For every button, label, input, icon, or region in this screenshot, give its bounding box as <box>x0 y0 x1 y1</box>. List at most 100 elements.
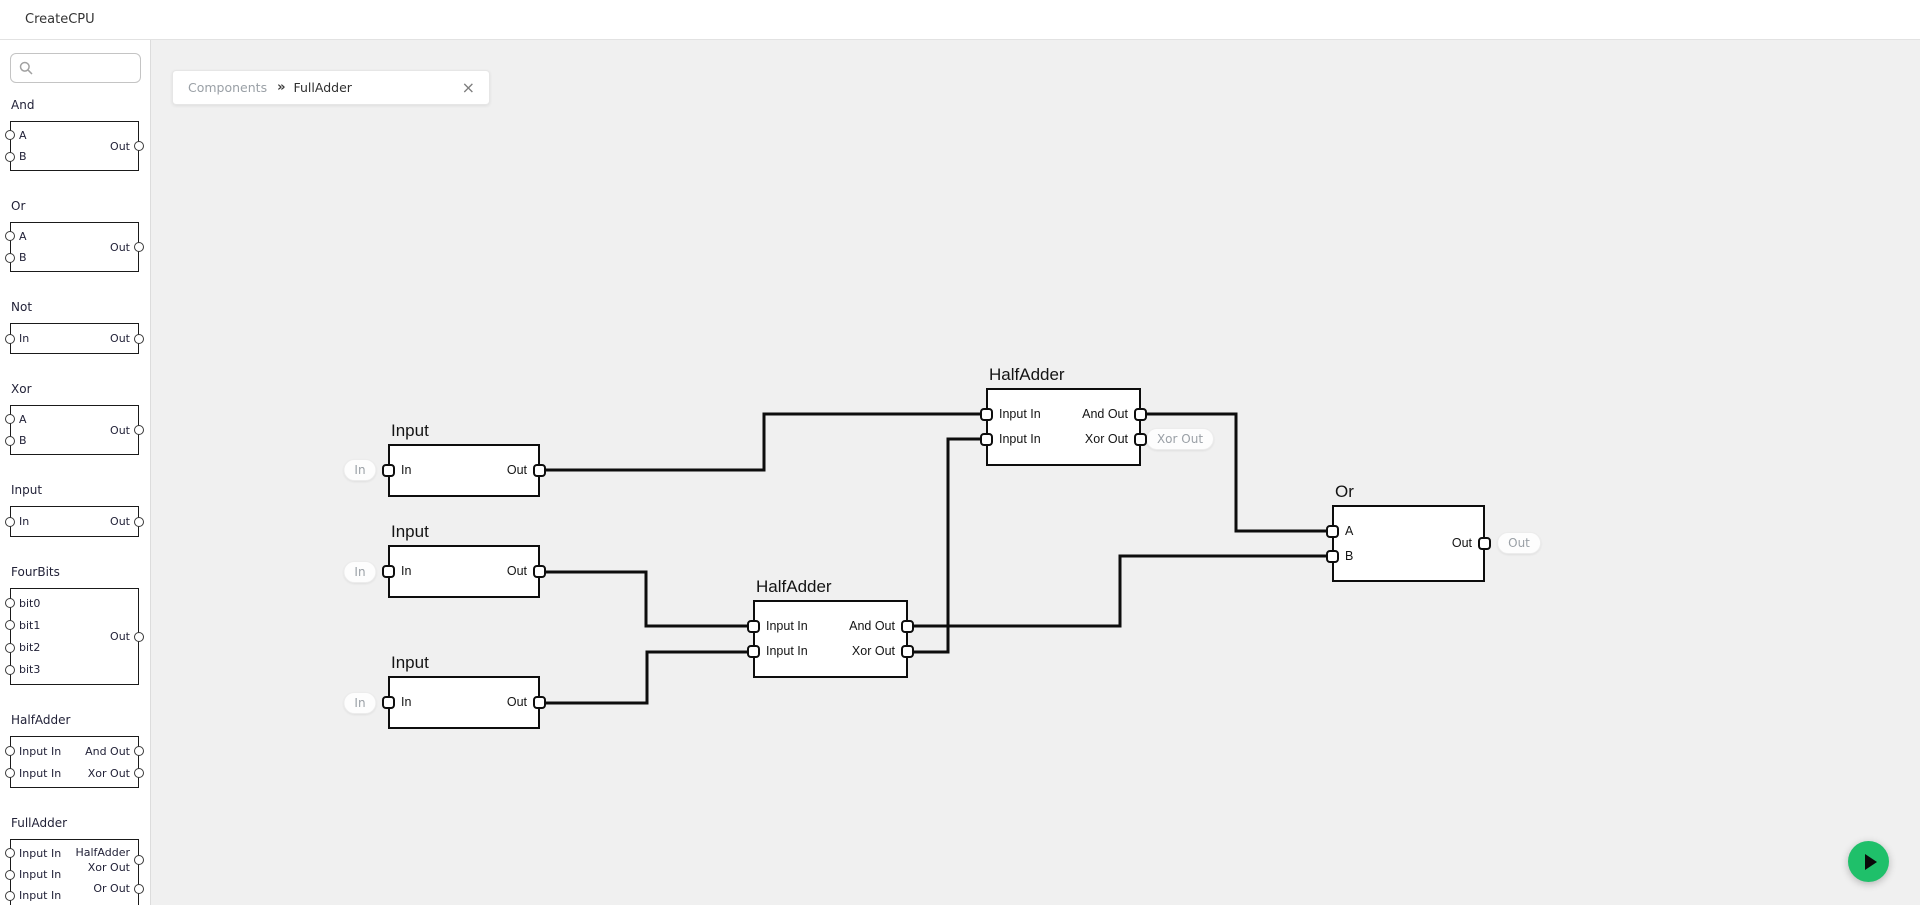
port-label: In <box>401 463 412 477</box>
input-port[interactable] <box>5 435 15 446</box>
input-port[interactable] <box>5 151 15 162</box>
input-port[interactable] <box>5 642 15 653</box>
input-port[interactable] <box>5 746 15 756</box>
close-icon[interactable]: × <box>461 77 475 97</box>
wire-input3-to-halfadderbottom-in2[interactable] <box>540 650 753 705</box>
input-port[interactable] <box>382 695 395 709</box>
input-port[interactable] <box>5 848 15 859</box>
input-port[interactable] <box>5 333 15 344</box>
input-port[interactable] <box>980 432 993 446</box>
palette-output-port-row: Out <box>110 138 144 154</box>
search-box[interactable] <box>10 53 141 83</box>
io-badge-in[interactable]: In <box>343 459 377 481</box>
app-header: CreateCPU <box>0 0 1920 40</box>
palette-input-port-row: A <box>5 127 27 143</box>
input-port[interactable] <box>5 869 15 880</box>
output-port[interactable] <box>134 768 144 778</box>
input-port[interactable] <box>5 414 15 425</box>
node-title: Or <box>1335 482 1354 501</box>
input-port[interactable] <box>382 564 395 578</box>
palette-output-port-row: Out <box>110 514 144 530</box>
output-port[interactable] <box>901 644 914 658</box>
output-port[interactable] <box>134 333 144 344</box>
io-badge-out[interactable]: Out <box>1497 532 1541 554</box>
wire-halfaddertop-andout-to-or-a[interactable] <box>1141 412 1332 533</box>
input-port[interactable] <box>5 890 15 901</box>
search-input[interactable] <box>37 56 133 80</box>
output-port[interactable] <box>533 463 546 477</box>
io-badge-in[interactable]: In <box>343 692 377 714</box>
output-port[interactable] <box>134 242 144 252</box>
input-port[interactable] <box>5 231 15 242</box>
palette-output-port-row: Out <box>110 629 144 645</box>
input-port[interactable] <box>1326 549 1339 563</box>
palette-input-port-row: bit0 <box>5 595 40 611</box>
input-port[interactable] <box>747 644 760 658</box>
input-port[interactable] <box>5 620 15 631</box>
breadcrumb-root-link[interactable]: Components <box>188 80 268 95</box>
input-port[interactable] <box>382 463 395 477</box>
input-port[interactable] <box>980 407 993 421</box>
io-badge-in[interactable]: In <box>343 561 377 583</box>
output-port[interactable] <box>134 855 144 866</box>
palette-component-title: And <box>11 98 35 112</box>
output-port[interactable] <box>134 631 144 642</box>
run-button[interactable] <box>1848 841 1889 882</box>
palette-component-title: Not <box>11 300 33 314</box>
input-port[interactable] <box>1326 524 1339 538</box>
port-label: Input In <box>19 766 62 780</box>
wire-input1-to-halfaddertop-in1[interactable] <box>540 412 986 472</box>
input-port[interactable] <box>5 768 15 778</box>
output-port[interactable] <box>901 619 914 633</box>
output-port[interactable] <box>1134 432 1147 446</box>
input-port[interactable] <box>5 516 15 527</box>
input-port[interactable] <box>747 619 760 633</box>
io-badge-xor-out[interactable]: Xor Out <box>1145 428 1215 450</box>
output-port[interactable] <box>134 425 144 435</box>
output-port[interactable] <box>134 516 144 527</box>
output-port[interactable] <box>134 746 144 756</box>
palette-input-port-row: A <box>5 228 27 244</box>
input-port[interactable] <box>5 130 15 141</box>
input-port[interactable] <box>5 598 15 609</box>
output-port[interactable] <box>134 883 144 894</box>
port-label: Out <box>506 564 527 578</box>
wire-halfadderbottom-andout-to-or-b[interactable] <box>908 554 1332 628</box>
output-port[interactable] <box>134 141 144 151</box>
output-port[interactable] <box>1134 407 1147 421</box>
output-port[interactable] <box>533 695 546 709</box>
input-port[interactable] <box>5 252 15 263</box>
wire-halfadderbottom-xorout-to-halfaddertop-in2[interactable] <box>908 437 986 654</box>
wire-input2-to-halfadderbottom-in1[interactable] <box>540 570 753 628</box>
output-port[interactable] <box>1478 536 1491 550</box>
output-port[interactable] <box>533 564 546 578</box>
input-port[interactable] <box>5 664 15 675</box>
